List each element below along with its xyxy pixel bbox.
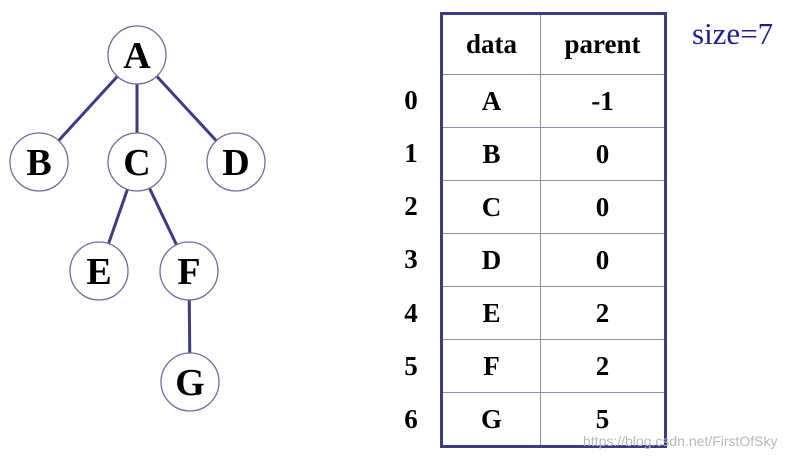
cell-parent: 5 bbox=[540, 392, 666, 447]
tree-node-E: E bbox=[69, 241, 129, 301]
tree-node-C: C bbox=[107, 132, 167, 192]
cell-parent: -1 bbox=[540, 74, 666, 128]
row-index-label: 1 bbox=[404, 138, 418, 168]
tree-node-F: F bbox=[159, 241, 219, 301]
row-index-label: 0 bbox=[404, 85, 418, 115]
cell-parent: 0 bbox=[540, 233, 666, 287]
node-circle bbox=[107, 25, 167, 85]
node-label: D bbox=[222, 142, 249, 184]
cell-data: A bbox=[441, 74, 541, 128]
tree-node-G: G bbox=[160, 352, 220, 412]
table-row: A-1 bbox=[441, 74, 666, 128]
edge-C-F bbox=[148, 187, 178, 246]
tree-diagram: A B C D E F G bbox=[9, 25, 266, 412]
cell-data: E bbox=[441, 286, 541, 340]
row-index-label: 2 bbox=[404, 191, 418, 221]
size-label: size=7 bbox=[692, 16, 774, 51]
cell-data: C bbox=[441, 180, 541, 234]
node-label: F bbox=[177, 251, 200, 293]
node-label: E bbox=[86, 251, 111, 293]
header-data: data bbox=[441, 13, 541, 75]
cell-data: F bbox=[441, 339, 541, 393]
cell-parent: 2 bbox=[540, 339, 666, 393]
cell-parent: 2 bbox=[540, 286, 666, 340]
tree-node-B: B bbox=[9, 132, 69, 192]
edge-A-D bbox=[155, 75, 218, 142]
node-label: A bbox=[123, 35, 151, 77]
cell-data: D bbox=[441, 233, 541, 287]
cell-data: G bbox=[441, 392, 541, 447]
tree-edges bbox=[57, 75, 218, 354]
node-circle bbox=[69, 241, 129, 301]
node-label: B bbox=[26, 142, 51, 184]
tree-nodes: A B C D E F G bbox=[9, 25, 266, 412]
node-circle bbox=[9, 132, 69, 192]
edge-C-E bbox=[107, 188, 129, 245]
node-circle bbox=[107, 132, 167, 192]
table-header-row: data parent bbox=[441, 13, 666, 75]
row-index-label: 3 bbox=[404, 244, 418, 274]
watermark: https://blog.csdn.net/FirstOfSky bbox=[583, 433, 778, 449]
tree-node-D: D bbox=[206, 132, 266, 192]
header-parent: parent bbox=[540, 13, 666, 75]
cell-data: B bbox=[441, 127, 541, 181]
row-index-label: 5 bbox=[404, 351, 418, 381]
edge-A-B bbox=[57, 75, 119, 142]
node-circle bbox=[159, 241, 219, 301]
node-label: G bbox=[175, 362, 205, 404]
node-label: C bbox=[123, 142, 150, 184]
row-index-label: 6 bbox=[404, 404, 418, 434]
node-circle bbox=[206, 132, 266, 192]
row-index-label: 4 bbox=[404, 298, 418, 328]
node-circle bbox=[160, 352, 220, 412]
cell-parent: 0 bbox=[540, 127, 666, 181]
cell-parent: 0 bbox=[540, 180, 666, 234]
tree-node-A: A bbox=[107, 25, 167, 85]
